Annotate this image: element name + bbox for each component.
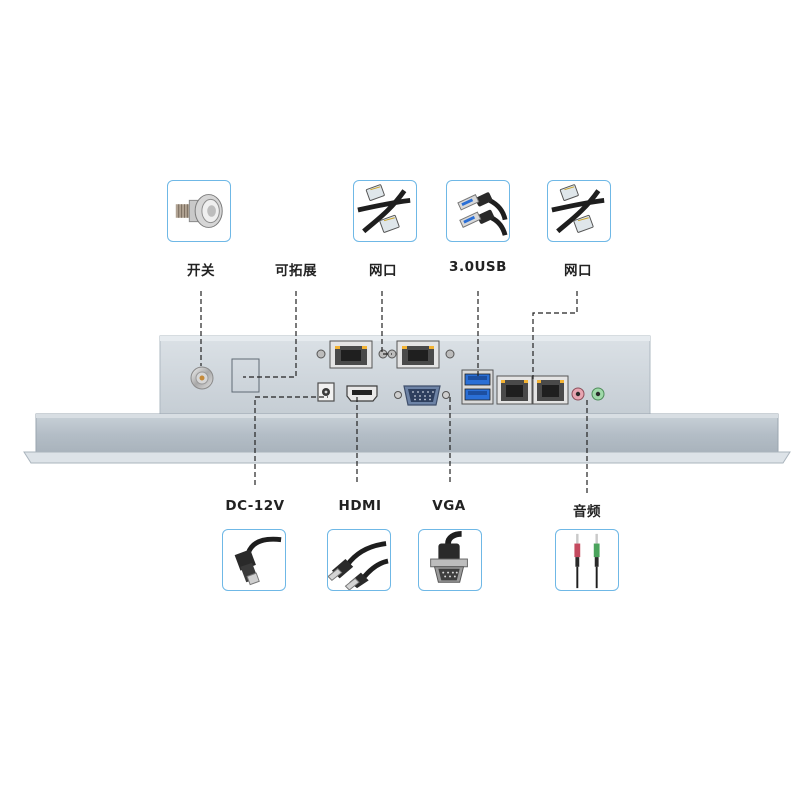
lead-lines xyxy=(200,291,588,493)
label-vga: VGA xyxy=(432,498,466,514)
rj45-ethernet-cable-icon xyxy=(551,184,605,234)
lan-ports-lower xyxy=(496,375,569,405)
lan-ports-upper xyxy=(316,340,455,369)
expansion-slot xyxy=(231,358,260,393)
power-switch-port xyxy=(190,366,214,390)
dc-jack-port xyxy=(317,382,335,402)
label-dc12v: DC-12V xyxy=(225,498,285,514)
display-frame xyxy=(23,413,791,464)
usb-3-cable-icon xyxy=(457,192,508,236)
label-expandable: 可拓展 xyxy=(275,263,317,279)
label-lan1: 网口 xyxy=(369,263,397,279)
hdmi-port xyxy=(346,385,378,402)
vga-connector-icon xyxy=(430,530,468,583)
thumb-lan1 xyxy=(353,180,417,242)
label-switch: 开关 xyxy=(187,263,215,279)
usb3-ports xyxy=(461,369,494,405)
label-usb3: 3.0USB xyxy=(449,259,507,275)
thumb-lan2 xyxy=(547,180,611,242)
hdmi-cable-icon xyxy=(328,541,389,590)
thumb-usb3 xyxy=(446,180,510,242)
thumb-hdmi xyxy=(327,529,391,591)
rj45-ethernet-cable-icon xyxy=(357,184,411,234)
label-hdmi: HDMI xyxy=(338,498,382,514)
dc-power-plug-icon xyxy=(234,536,282,586)
label-lan2: 网口 xyxy=(564,263,592,279)
thumb-vga xyxy=(418,529,482,591)
thumb-switch xyxy=(167,180,231,242)
label-audio: 音频 xyxy=(573,504,601,520)
audio-jack-cable-icon xyxy=(574,533,600,589)
vga-port xyxy=(394,385,450,406)
thumb-audio xyxy=(555,529,619,591)
audio-jacks xyxy=(571,387,605,401)
metal-push-button-switch-icon xyxy=(175,194,223,228)
thumb-dc12v xyxy=(222,529,286,591)
